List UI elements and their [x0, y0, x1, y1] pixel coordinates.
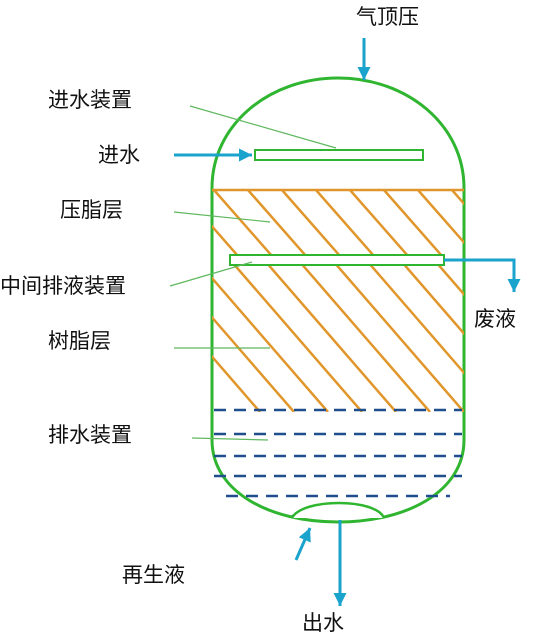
arrowhead — [333, 593, 347, 606]
leader-drain-device — [191, 437, 269, 441]
label-middle-drain-device: 中间排液装置 — [0, 274, 126, 298]
hatch-line — [367, 262, 464, 375]
label-inlet-device: 进水装置 — [48, 88, 132, 112]
inlet-distributor-pipe — [254, 149, 424, 161]
leader-inlet-device — [189, 105, 337, 149]
leader-compacting-layer — [173, 211, 271, 223]
resin-layer-fill — [212, 262, 536, 412]
label-compacting-resin-layer: 压脂层 — [60, 198, 123, 222]
arrowhead — [507, 279, 521, 292]
hatch-line — [213, 190, 273, 256]
hatch-line — [231, 262, 363, 412]
middle-drain-pipe — [229, 254, 445, 266]
label-drain-device: 排水装置 — [48, 423, 132, 447]
hatch-line — [247, 190, 307, 256]
label-resin-layer: 树脂层 — [48, 329, 111, 353]
waste-liquid-arrow — [444, 258, 516, 292]
hatch-line — [299, 262, 431, 412]
arrowhead — [239, 148, 252, 162]
label-water-out: 出水 — [302, 611, 344, 635]
hatch-line — [315, 190, 375, 256]
vessel-outline — [210, 76, 466, 524]
hatch-line — [333, 262, 464, 412]
hatch-line — [265, 262, 397, 412]
hatch-line — [401, 262, 464, 336]
hatch-line — [212, 276, 329, 412]
label-regenerant: 再生液 — [122, 563, 185, 587]
label-waste-liquid: 废液 — [474, 307, 516, 331]
leader-middle-drain — [169, 261, 253, 287]
hatch-line — [281, 190, 341, 256]
bottom-collector — [290, 501, 386, 519]
label-gas-top-pressure: 气顶压 — [356, 5, 419, 29]
hatch-line — [451, 190, 464, 206]
compacting-resin-layer-fill — [212, 188, 536, 256]
arrowhead — [298, 528, 311, 543]
hatch-line — [212, 315, 295, 412]
hatch-line — [383, 190, 443, 256]
hatch-line — [435, 262, 464, 297]
hatch-line — [417, 190, 464, 245]
label-water-in: 进水 — [98, 143, 140, 167]
arrowhead — [357, 67, 371, 80]
drain-zone-dashes — [214, 408, 462, 518]
hatch-line — [486, 190, 536, 256]
hatch-line — [212, 354, 261, 412]
hatch-line — [470, 262, 536, 412]
hatch-line — [349, 190, 409, 256]
hatch-line — [212, 224, 239, 256]
